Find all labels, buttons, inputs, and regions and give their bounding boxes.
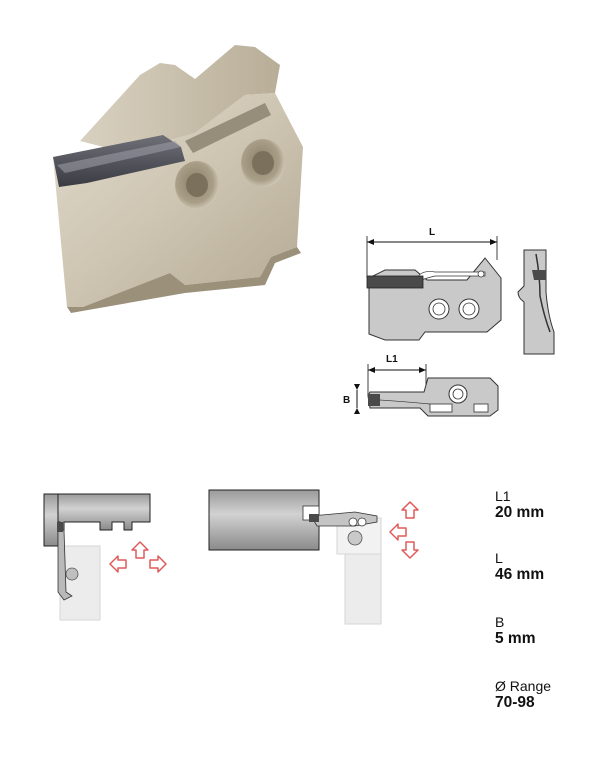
spec-value: 5 mm <box>495 630 536 647</box>
spec-label: L1 <box>495 488 511 504</box>
spec-value: 70-98 <box>495 694 535 711</box>
arrow-left-icon <box>389 523 407 541</box>
technical-drawing-end <box>517 249 555 355</box>
arrow-up-icon <box>401 501 419 519</box>
arrow-right-icon <box>149 555 167 573</box>
spec-diameter-range: Ø Range 70-98 <box>495 678 551 712</box>
dim-label-L1: L1 <box>386 354 398 365</box>
drawing-hole-1 <box>428 298 450 320</box>
blade-front-face <box>53 93 303 307</box>
application-diagram-left <box>43 493 151 621</box>
direction-arrows-left <box>109 541 167 573</box>
spec-L1: L1 20 mm <box>495 488 544 522</box>
dim-label-L: L <box>429 227 435 238</box>
spec-label: L <box>495 550 503 566</box>
dim-label-B: B <box>343 395 350 406</box>
workpiece-bar <box>208 489 320 551</box>
direction-arrows-center <box>389 501 419 559</box>
spec-label: B <box>495 614 505 630</box>
application-diagram-center <box>208 489 382 625</box>
arrow-up-icon <box>131 541 149 559</box>
drawing-hole-2 <box>458 298 480 320</box>
technical-drawing-top: L1 B <box>343 354 499 417</box>
blade-outline-side <box>368 257 502 341</box>
blade-top-face <box>80 45 280 153</box>
spec-label: Ø Range <box>495 678 552 694</box>
spec-B: B 5 mm <box>495 614 536 648</box>
arrow-down-icon <box>401 541 419 559</box>
technical-drawing-side: L <box>366 227 502 341</box>
spec-L: L 46 mm <box>495 550 544 584</box>
blade-slot <box>185 103 271 153</box>
spec-value: 20 mm <box>495 504 545 521</box>
spec-value: 46 mm <box>495 566 545 583</box>
product-photo <box>53 45 303 313</box>
arrow-left-icon <box>109 555 127 573</box>
